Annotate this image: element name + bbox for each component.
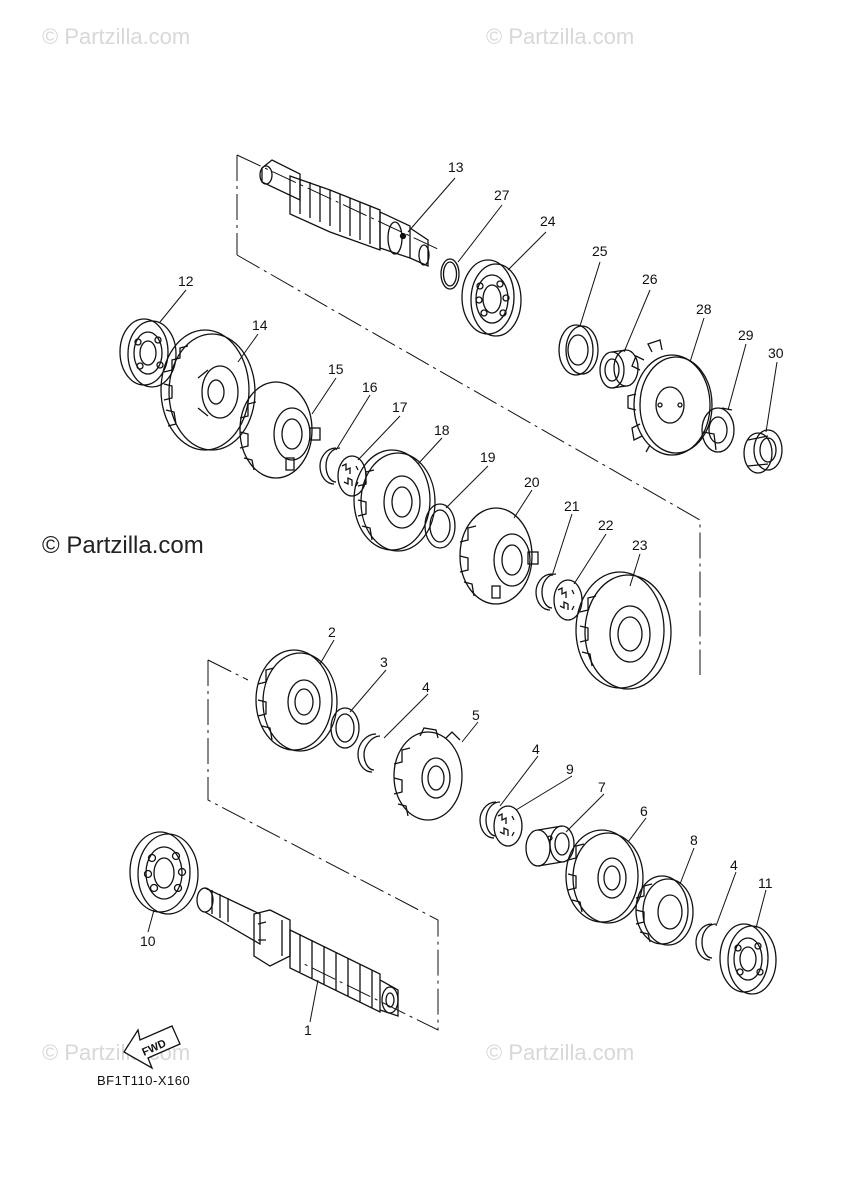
part-30-nut[interactable] [743,429,783,474]
part-4-circlip-b[interactable] [479,801,501,839]
label-19: 19 [480,449,496,465]
part-6-gear[interactable] [565,829,644,924]
part-4-circlip-c[interactable] [695,923,717,961]
part-25-oil-seal[interactable] [558,324,599,376]
label-11: 11 [758,875,773,891]
part-23-gear[interactable] [575,571,672,690]
label-30: 30 [768,345,784,361]
label-27: 27 [494,187,510,203]
label-21: 21 [564,498,580,514]
label-26: 26 [642,271,658,287]
part-28-drive-sprocket[interactable] [627,339,713,456]
part-18-gear[interactable] [353,449,436,552]
diagram-code: BF1T110-X160 [97,1073,191,1088]
part-16-circlip[interactable] [319,447,341,485]
label-4-c: 4 [730,857,738,873]
leader-lines [147,177,778,1023]
label-4-b: 4 [532,741,540,757]
label-14: 14 [252,317,268,333]
part-7-collar-bearing[interactable] [525,825,575,867]
part-29-lock-washer[interactable] [701,407,735,453]
label-20: 20 [524,474,540,490]
label-1: 1 [304,1022,312,1038]
watermark-top-left: © Partzilla.com [42,24,191,49]
watermark-top-right: © Partzilla.com [486,24,635,49]
part-2-gear[interactable] [255,649,338,752]
label-15: 15 [328,361,344,377]
label-2: 2 [328,624,336,640]
label-8: 8 [690,832,698,848]
label-12: 12 [178,273,194,289]
label-24: 24 [540,213,556,229]
part-15-gear[interactable] [239,381,321,479]
label-16: 16 [362,379,378,395]
fwd-arrow-icon [123,1025,181,1070]
part-21-circlip[interactable] [535,573,557,611]
part-10-bearing[interactable] [129,831,199,915]
label-22: 22 [598,517,614,533]
watermark-middle: © Partzilla.com [42,532,204,559]
part-13-main-shaft[interactable] [259,159,430,268]
label-18: 18 [434,422,450,438]
part-1-main-shaft[interactable] [196,887,399,1017]
upper-assembly-frame [236,154,701,675]
label-3: 3 [380,654,388,670]
label-9: 9 [566,761,574,777]
label-13: 13 [448,159,464,175]
part-14-gear[interactable] [160,329,256,451]
part-12-bearing[interactable] [119,318,177,388]
label-4-a: 4 [422,679,430,695]
part-5-gear[interactable] [393,727,463,821]
label-7: 7 [598,779,606,795]
part-11-bearing[interactable] [719,923,777,995]
part-19-washer[interactable] [424,503,456,549]
part-27-o-ring[interactable] [440,258,460,290]
label-17: 17 [392,399,408,415]
label-28: 28 [696,301,712,317]
part-24-bearing[interactable] [461,259,522,337]
label-6: 6 [640,803,648,819]
part-3-washer[interactable] [330,707,360,749]
label-29: 29 [738,327,754,343]
label-5: 5 [472,707,480,723]
label-25: 25 [592,243,608,259]
part-26-collar[interactable] [599,349,639,389]
part-8-gear[interactable] [635,875,694,946]
part-20-gear[interactable] [459,507,539,605]
part-9-splined-washer[interactable] [493,805,523,847]
part-4-circlip-a[interactable] [357,733,381,773]
lower-assembly-frame [207,659,439,1031]
watermark-bottom-right: © Partzilla.com [486,1040,635,1065]
label-10: 10 [140,933,156,949]
label-23: 23 [632,537,648,553]
